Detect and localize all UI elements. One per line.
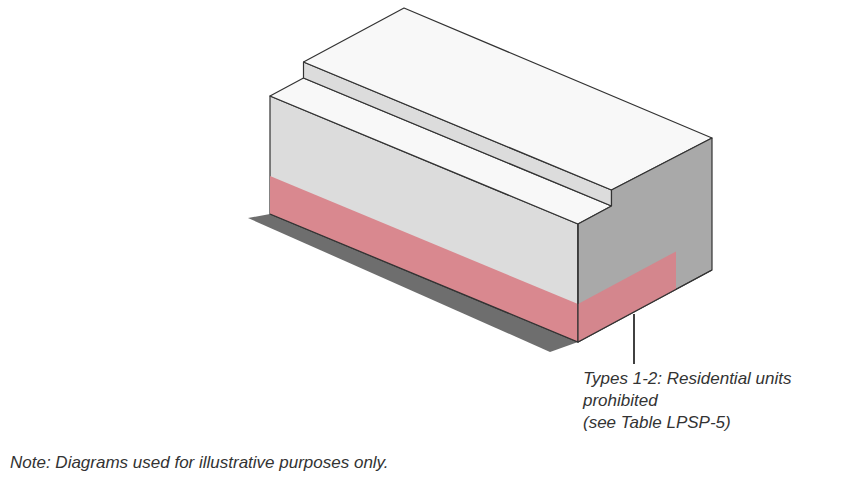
leader-line [633, 314, 635, 364]
note-text: Note: Diagrams used for illustrative pur… [10, 452, 570, 474]
side-face [578, 138, 712, 342]
roof-top [304, 8, 713, 190]
callout-label: Types 1-2: Residential units prohibited [583, 368, 845, 412]
callout-reference: (see Table LPSP-5) [583, 412, 845, 434]
corner-edge [577, 224, 578, 342]
base-edge [270, 214, 712, 342]
